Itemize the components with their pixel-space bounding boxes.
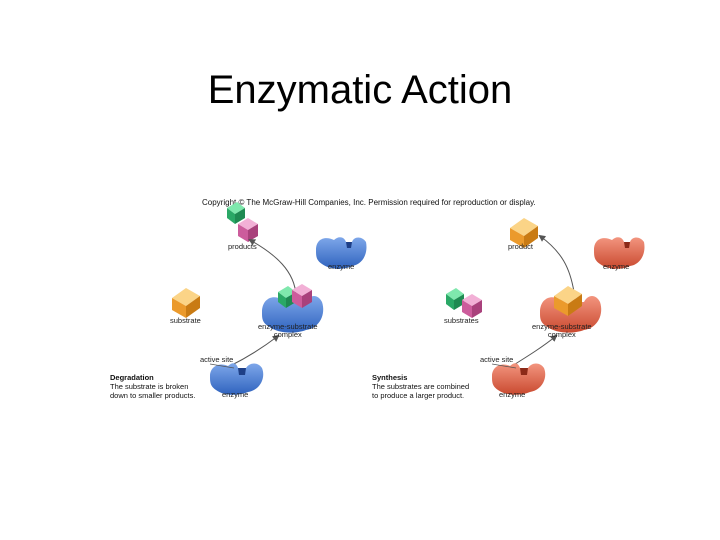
degradation-complex bbox=[262, 284, 324, 333]
synthesis-caption: Synthesis The substrates are combined to… bbox=[372, 373, 469, 400]
degradation-products-label: products bbox=[228, 242, 257, 251]
degradation-product-green-cube bbox=[227, 202, 245, 224]
degradation-enzyme-bottom bbox=[210, 363, 264, 395]
degradation-caption-head: Degradation bbox=[110, 373, 154, 382]
degradation-substrate bbox=[172, 288, 200, 318]
synthesis-active-site-label: active site bbox=[480, 355, 514, 364]
synthesis-substrate-green bbox=[446, 288, 464, 310]
copyright-notice: Copyright © The McGraw-Hill Companies, I… bbox=[202, 198, 536, 207]
synthesis-complex bbox=[540, 286, 602, 333]
degradation-complex-label: enzyme-substrate complex bbox=[258, 323, 318, 339]
synthesis-enzyme-bottom-label: enzyme bbox=[499, 390, 526, 399]
degradation-substrate-label: substrate bbox=[170, 316, 201, 325]
enzyme-diagram-art bbox=[172, 202, 645, 395]
synthesis-substrate-label: substrates bbox=[444, 316, 479, 325]
degradation-complex-label-line2: complex bbox=[273, 330, 302, 339]
degradation-product-pink-cube bbox=[238, 218, 258, 242]
synthesis-caption-line1: The substrates are combined bbox=[372, 382, 470, 391]
synthesis-caption-head: Synthesis bbox=[372, 373, 408, 382]
synthesis-enzyme-top bbox=[594, 237, 645, 269]
degradation-caption-line1: The substrate is broken bbox=[110, 382, 189, 391]
synthesis-complex-label-line1: enzyme-substrate bbox=[532, 322, 592, 331]
enzyme-figure: Copyright © The McGraw-Hill Companies, I… bbox=[100, 196, 660, 406]
synthesis-complex-label-line2: complex bbox=[547, 330, 576, 339]
synthesis-complex-label: enzyme-substrate complex bbox=[532, 323, 592, 339]
degradation-enzyme-top-label: enzyme bbox=[328, 262, 355, 271]
degradation-caption-line2: down to smaller products. bbox=[110, 391, 196, 400]
slide-title: Enzymatic Action bbox=[207, 68, 513, 112]
degradation-complex-label-line1: enzyme-substrate bbox=[258, 322, 318, 331]
synthesis-product-label: product bbox=[508, 242, 534, 251]
synthesis-enzyme-top-label: enzyme bbox=[603, 262, 630, 271]
degradation-active-site-label: active site bbox=[200, 355, 234, 364]
synthesis-product bbox=[510, 218, 538, 248]
synthesis-caption-line2: to produce a larger product. bbox=[372, 391, 465, 400]
synthesis-substrate-pink bbox=[462, 294, 482, 318]
degradation-enzyme-bottom-label: enzyme bbox=[222, 390, 249, 399]
degradation-caption: Degradation The substrate is broken down… bbox=[110, 373, 195, 400]
synthesis-enzyme-bottom bbox=[492, 363, 546, 395]
degradation-enzyme-top bbox=[316, 237, 367, 269]
